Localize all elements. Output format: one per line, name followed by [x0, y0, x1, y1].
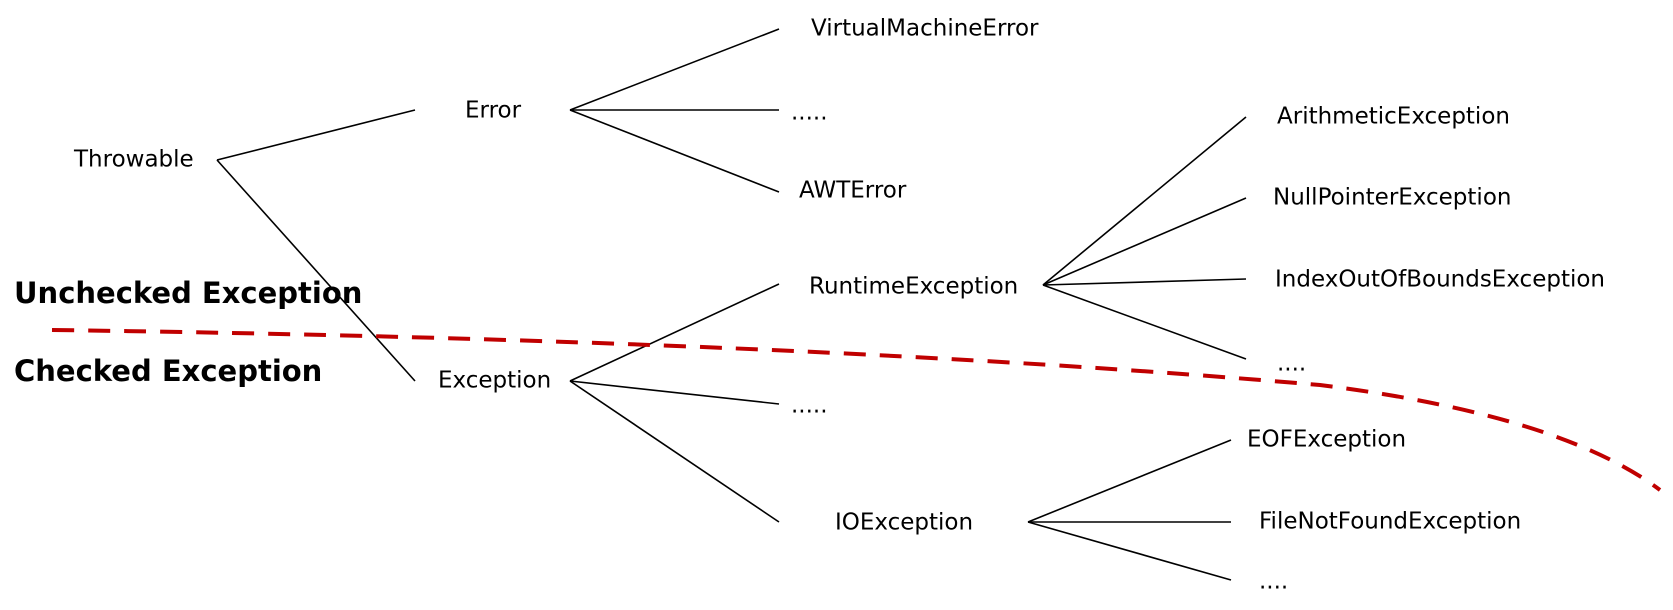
checked-unchecked-boundary-line: [51, 328, 1662, 492]
node-exception-more: .....: [791, 393, 828, 419]
edge-runtime-indexoutofbounds: [1042, 278, 1247, 286]
edge-error-awterror: [569, 109, 780, 193]
checked-exception-label: Checked Exception: [14, 354, 322, 388]
edge-error-virtualmachineerror: [569, 28, 780, 111]
node-error: Error: [465, 98, 522, 124]
edge-io-more: [1027, 521, 1232, 581]
node-error-more: .....: [791, 100, 828, 126]
edge-exception-more: [569, 380, 780, 405]
node-virtualmachineerror: VirtualMachineError: [811, 16, 1039, 42]
node-filenotfoundexception: FileNotFoundException: [1259, 509, 1521, 535]
node-eofexception: EOFException: [1247, 427, 1406, 453]
edge-throwable-error: [216, 109, 416, 161]
node-runtime-more: ....: [1277, 351, 1306, 377]
node-exception: Exception: [438, 368, 551, 394]
node-io-more: ....: [1259, 569, 1288, 595]
edge-throwable-exception: [216, 159, 416, 382]
node-awterror: AWTError: [799, 178, 907, 204]
node-arithmeticexception: ArithmeticException: [1277, 104, 1510, 130]
edge-exception-runtimeexception: [569, 283, 780, 382]
edge-exception-ioexception: [569, 380, 780, 523]
edge-runtime-more: [1042, 284, 1247, 360]
edge-io-eof: [1027, 439, 1232, 523]
node-nullpointerexception: NullPointerException: [1273, 185, 1511, 211]
edge-runtime-nullpointer: [1042, 197, 1247, 286]
node-throwable: Throwable: [73, 147, 194, 173]
node-ioexception: IOException: [835, 510, 973, 536]
unchecked-exception-label: Unchecked Exception: [14, 276, 362, 310]
node-indexoutofboundsexception: IndexOutOfBoundsException: [1275, 267, 1605, 293]
edges: [216, 28, 1247, 581]
nodes: Throwable Error Exception VirtualMachine…: [73, 16, 1605, 595]
node-runtimeexception: RuntimeException: [809, 274, 1018, 300]
edge-runtime-arithmetic: [1042, 116, 1247, 286]
